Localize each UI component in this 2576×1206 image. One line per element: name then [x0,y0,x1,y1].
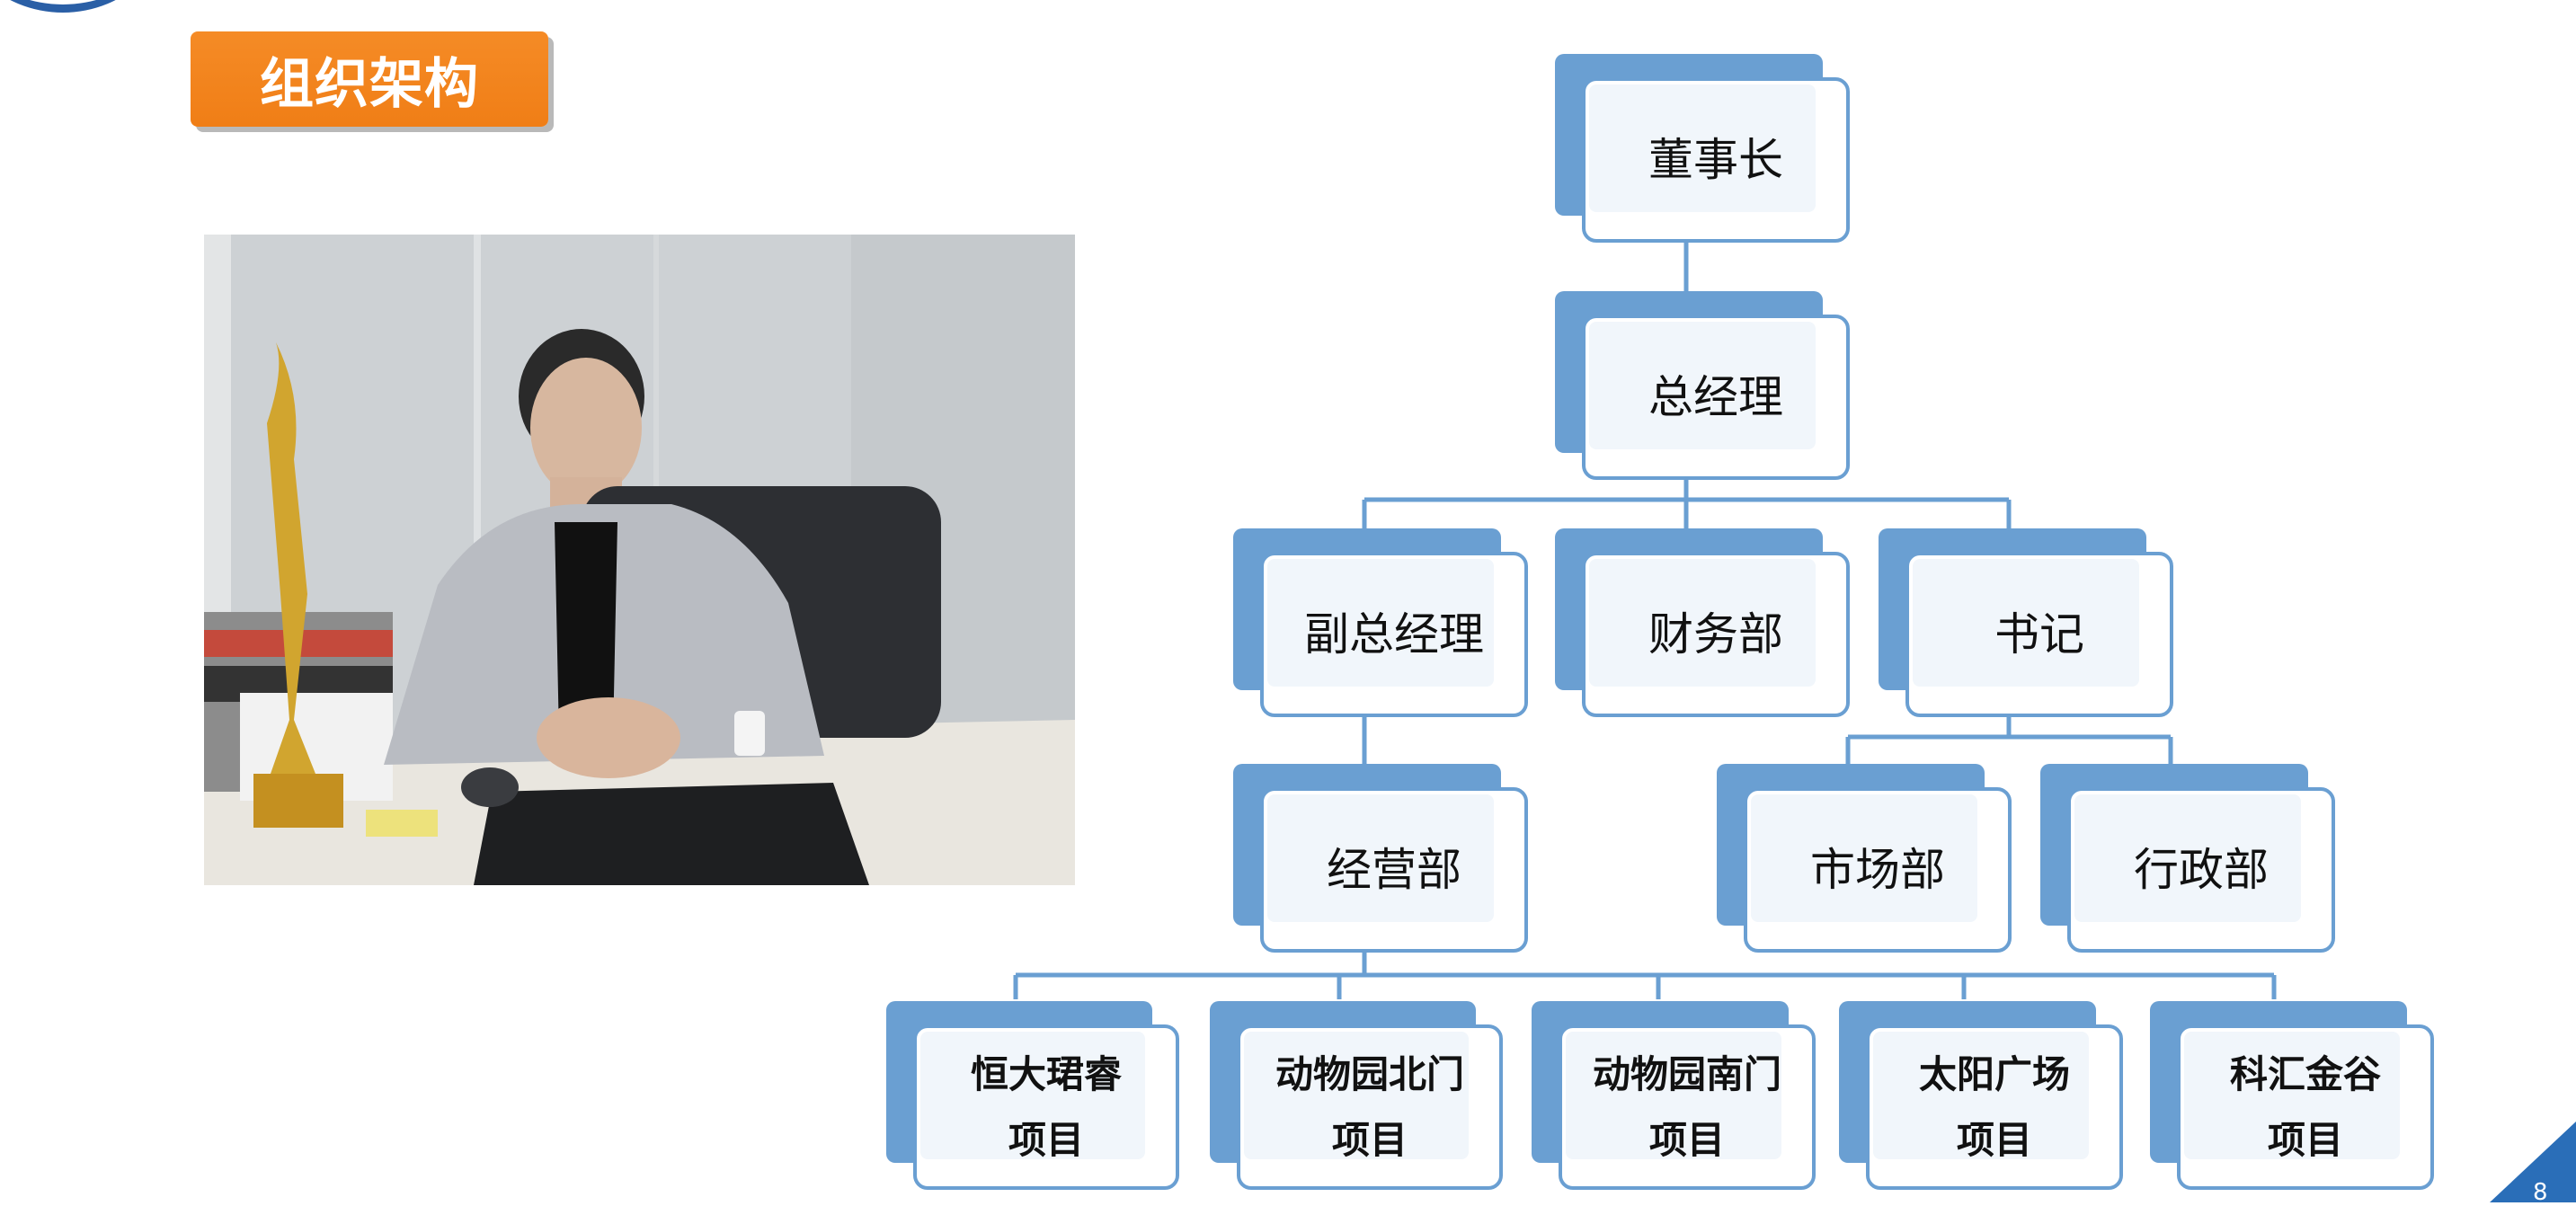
org-node-project: 恒大珺睿项目 [886,1001,1179,1190]
project-line2: 项目 [1956,1118,2032,1162]
operations-label: 经营部 [1327,844,1461,896]
project-line2: 项目 [1648,1118,1725,1162]
slide-title: 组织架构 [191,31,548,127]
project-line1: 太阳广场 [1918,1051,2070,1096]
chairman-label: 董事长 [1648,134,1783,186]
page-number: 8 [2533,1179,2548,1206]
org-node-marketing: 市场部 [1717,764,2012,953]
org-node-general-manager: 总经理 [1555,291,1850,480]
project-line1: 科汇金谷 [2229,1051,2381,1096]
org-node-admin: 行政部 [2040,764,2335,953]
org-node-project: 动物园北门项目 [1210,1001,1503,1190]
org-node-chairman: 董事长 [1555,54,1850,243]
project-line1: 动物园北门 [1275,1051,1464,1096]
page-corner-decoration [2490,1122,2576,1202]
org-node-finance: 财务部 [1555,528,1850,717]
org-node-project: 动物园南门项目 [1532,1001,1816,1190]
project-line2: 项目 [2267,1118,2343,1162]
project-line2: 项目 [1331,1118,1408,1162]
org-node-project: 科汇金谷项目 [2150,1001,2434,1190]
project-line2: 项目 [1008,1118,1084,1162]
finance-label: 财务部 [1648,608,1783,661]
org-node-project: 太阳广场项目 [1839,1001,2123,1190]
org-node-operations: 经营部 [1233,764,1528,953]
org-node-secretary: 书记 [1879,528,2173,717]
executive-photo [204,235,1075,885]
marketing-label: 市场部 [1810,844,1945,896]
deputy-gm-label: 副总经理 [1304,608,1484,661]
decorative-arc [0,0,180,13]
secretary-label: 书记 [1994,608,2084,661]
org-node-deputy-gm: 副总经理 [1233,528,1528,717]
project-line1: 恒大珺睿 [970,1051,1122,1096]
project-line1: 动物园南门 [1592,1051,1781,1096]
admin-label: 行政部 [2134,844,2269,896]
general-manager-label: 总经理 [1648,371,1783,423]
